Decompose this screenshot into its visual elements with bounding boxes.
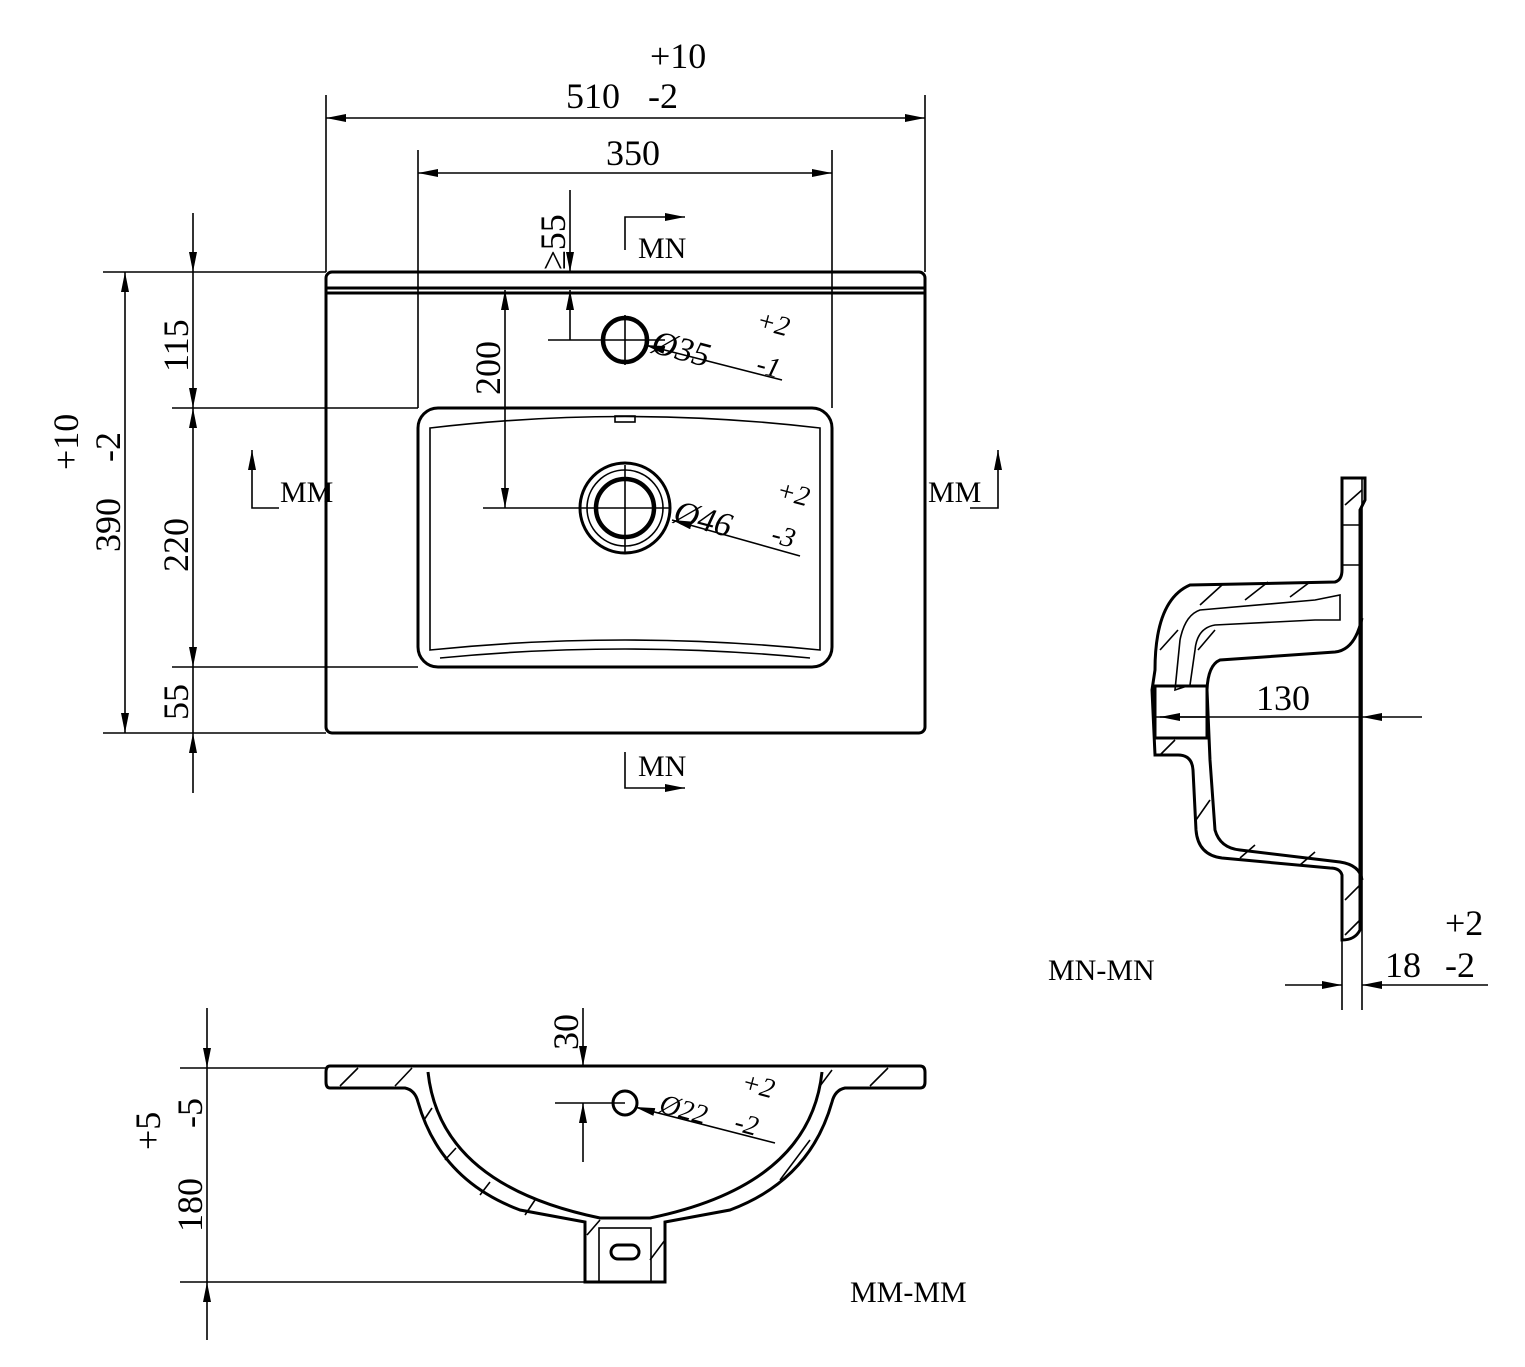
- drain-leader: [671, 519, 801, 557]
- side-section: 130 +2 18 -2 MN-MN: [1048, 476, 1488, 1010]
- segment-front: 55: [156, 684, 196, 720]
- section-arrow-mm-left: [248, 450, 279, 509]
- basin-outline: [324, 270, 927, 735]
- section-label-mn-bottom: MN: [638, 750, 686, 783]
- side-overflow-channel: [1174, 594, 1341, 692]
- bowl-inner-line: [429, 415, 821, 651]
- depth-tol-minus: -2: [88, 432, 128, 462]
- bowl-width-value: 350: [606, 133, 660, 173]
- height-tol-minus: -5: [170, 1098, 210, 1128]
- tap-to-drain-value: 200: [468, 341, 508, 395]
- overflow-offset-value: 30: [546, 1014, 586, 1050]
- segment-back: 115: [156, 319, 196, 372]
- side-section-title: MN-MN: [1048, 954, 1155, 987]
- width-tol-plus: +10: [650, 36, 706, 76]
- top-view: +10 510 -2 350 ≥55 200 +10 390 -2 115 22…: [46, 36, 1002, 793]
- width-tol-minus: -2: [648, 76, 678, 116]
- depth-tol-plus: +10: [46, 414, 86, 470]
- section-label-mm-right: MM: [928, 476, 981, 509]
- tap-hole-diameter: Ø35: [647, 324, 714, 375]
- overflow-slot: [614, 415, 636, 423]
- overflow-hole-tol-plus: +2: [738, 1067, 778, 1105]
- segment-bowl: 220: [156, 518, 196, 572]
- side-depth-value: 130: [1256, 678, 1310, 718]
- thickness-value: 18: [1385, 945, 1421, 985]
- overflow-leader: [634, 1106, 776, 1144]
- section-label-mn-top: MN: [638, 232, 686, 265]
- section-arrow-mn-top: [624, 213, 685, 250]
- drain-hole-tol-minus: -3: [768, 519, 799, 555]
- thickness-tol-plus: +2: [1445, 903, 1483, 943]
- drain-hole-diameter: Ø46: [669, 494, 736, 545]
- front-outlet: [598, 1227, 652, 1283]
- bowl-outline: [416, 406, 834, 669]
- width-value: 510: [566, 76, 620, 116]
- tap-min-distance: ≥55: [533, 214, 573, 270]
- overflow-hole-diameter: Ø22: [655, 1089, 711, 1132]
- front-hatch-lines: [339, 1067, 889, 1261]
- tap-hole-tol-plus: +2: [753, 305, 793, 343]
- side-drain-collar: [1153, 684, 1209, 740]
- overflow-hole-tol-minus: -2: [731, 1107, 762, 1143]
- section-arrow-mm-right: [970, 450, 1002, 509]
- front-inner-surface: [426, 1071, 824, 1220]
- front-outlet-slot: [609, 1243, 641, 1261]
- bowl-front-curve: [439, 648, 811, 659]
- thickness-tol-minus: -2: [1445, 945, 1475, 985]
- section-label-mm-left: MM: [280, 476, 333, 509]
- height-value: 180: [170, 1178, 210, 1232]
- front-section-title: MM-MM: [850, 1276, 967, 1309]
- depth-value: 390: [88, 498, 128, 552]
- side-section-outline: [1150, 476, 1367, 942]
- section-arrow-mn-bottom: [624, 752, 685, 792]
- front-section: Ø22 +2 -2 30 +5 180 -5 MM-MM: [128, 1008, 967, 1340]
- side-inner-surface: [1205, 617, 1364, 881]
- hatch-lines: [1159, 489, 1363, 936]
- front-section-outline: [324, 1064, 927, 1284]
- height-tol-plus: +5: [128, 1112, 168, 1150]
- tap-leader: [644, 344, 783, 381]
- drain-hole-tol-plus: +2: [773, 475, 813, 513]
